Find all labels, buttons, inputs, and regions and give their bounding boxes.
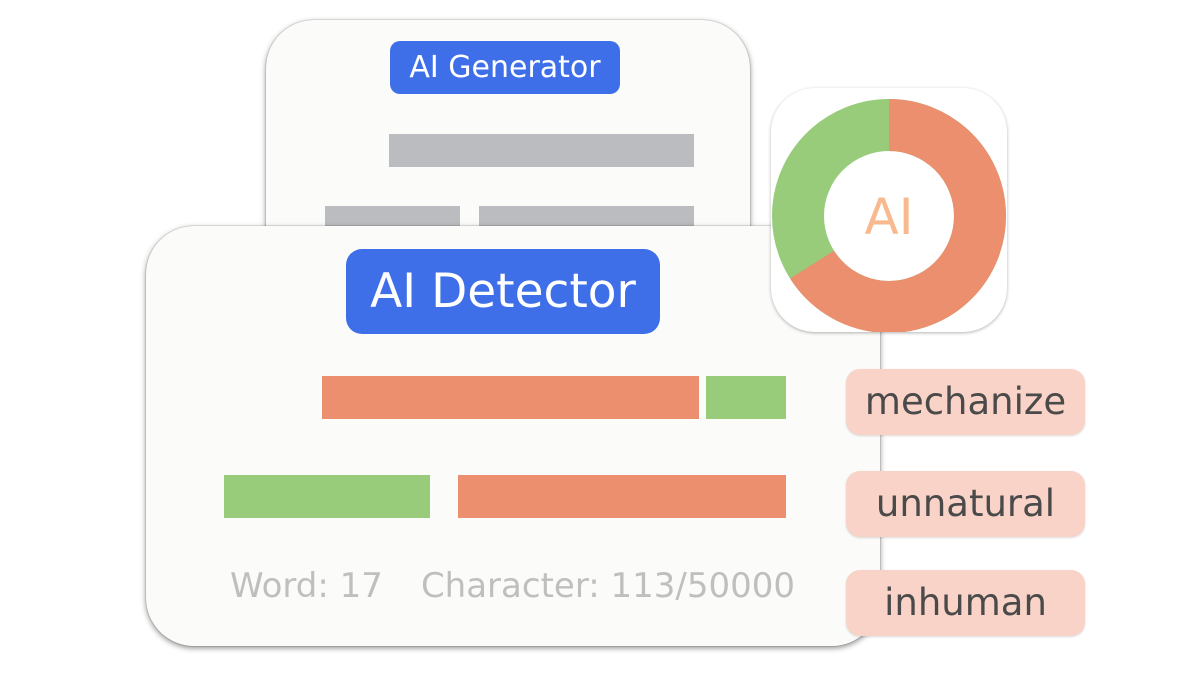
tag-mechanize[interactable]: mechanize [846, 369, 1085, 435]
ai-score-card: AI [771, 88, 1007, 332]
character-label: Character: [420, 566, 600, 606]
ai-share-arc [772, 99, 1006, 332]
ai-generator-title[interactable]: AI Generator [390, 41, 620, 94]
ai-text-segment [458, 475, 786, 518]
human-text-segment [706, 376, 786, 419]
tag-inhuman[interactable]: inhuman [846, 570, 1085, 636]
character-count: 113/50000 [610, 566, 795, 606]
tag-unnatural[interactable]: unnatural [846, 471, 1085, 537]
ai-score-label: AI [865, 188, 914, 246]
word-label: Word: [230, 566, 329, 606]
ai-text-segment [322, 376, 699, 419]
ai-score-donut: AI [772, 99, 1006, 332]
human-text-segment [224, 475, 430, 518]
detector-stats: Word: 17 Character: 113/50000 [230, 566, 795, 606]
ai-detector-title[interactable]: AI Detector [346, 249, 660, 334]
word-count: 17 [339, 566, 383, 606]
ai-detector-card: AI Detector Word: 17 Character: 113/50000 [146, 226, 880, 646]
text-placeholder-line [389, 134, 694, 167]
